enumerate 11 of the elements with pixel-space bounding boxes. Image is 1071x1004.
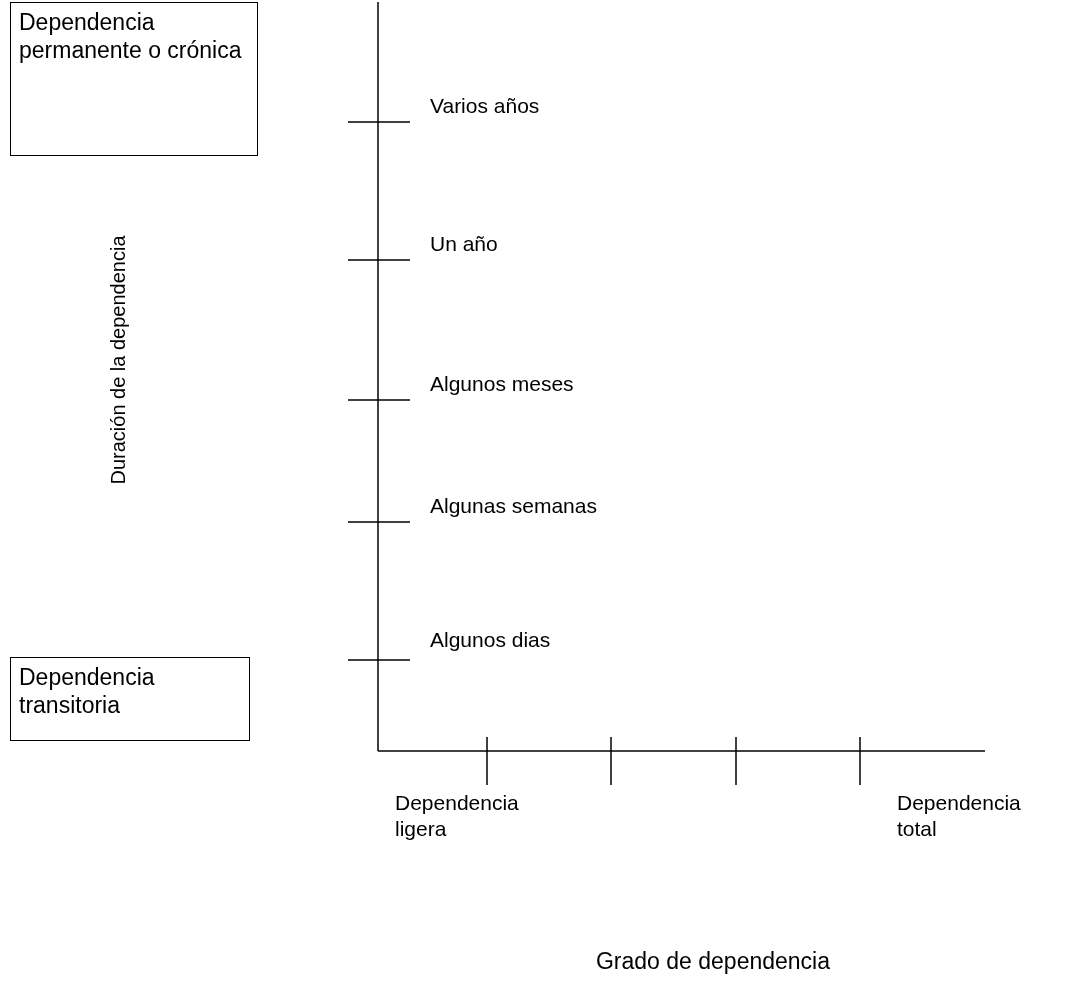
tick-label: Un año — [430, 231, 498, 257]
text-box: Dependencia transitoria — [10, 657, 250, 741]
tick-label: Varios años — [430, 93, 540, 119]
axis-title: Grado de dependencia — [595, 947, 831, 976]
tick-label: Algunos dias — [430, 627, 551, 653]
tick-label: Dependencia ligera — [395, 790, 520, 843]
tick-label: Dependencia total — [897, 790, 1022, 843]
axis-title: Duración de la dependencia — [105, 235, 130, 485]
text-box: Dependencia permanente o crónica — [10, 2, 258, 156]
tick-label: Algunas semanas — [430, 493, 597, 519]
tick-label: Algunos meses — [430, 371, 574, 397]
